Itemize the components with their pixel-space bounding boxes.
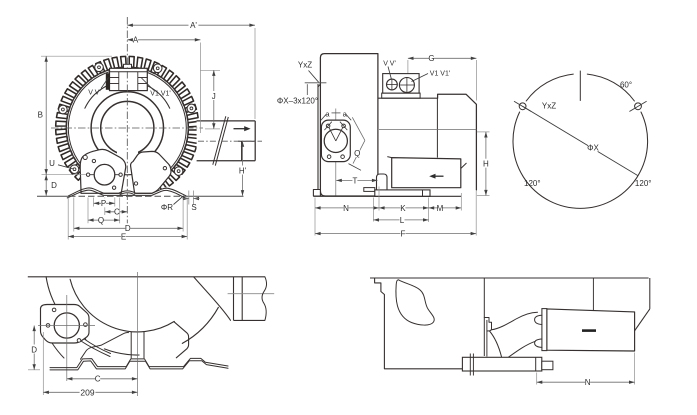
svg-text:120°: 120° (524, 179, 541, 188)
svg-text:V1 V1': V1 V1' (150, 91, 170, 98)
svg-text:V V': V V' (88, 90, 101, 97)
svg-text:L: L (400, 216, 405, 225)
svg-text:D: D (51, 181, 57, 190)
svg-text:A: A (133, 36, 139, 45)
svg-text:ΦX–3x120°: ΦX–3x120° (277, 97, 318, 106)
svg-text:Q: Q (354, 149, 360, 158)
svg-text:C: C (114, 208, 120, 217)
svg-text:K: K (400, 204, 406, 213)
svg-text:E: E (121, 232, 126, 241)
svg-text:J: J (212, 92, 216, 101)
svg-text:U: U (49, 159, 55, 168)
svg-text:a: a (325, 110, 330, 119)
svg-text:F: F (400, 230, 405, 239)
svg-text:D: D (125, 224, 131, 233)
svg-text:C: C (95, 375, 101, 384)
svg-text:a: a (343, 110, 348, 119)
svg-text:H': H' (239, 166, 247, 175)
svg-text:YxZ: YxZ (298, 61, 312, 70)
svg-text:D: D (31, 345, 37, 354)
svg-text:YxZ: YxZ (542, 102, 556, 111)
svg-text:N: N (585, 378, 591, 387)
svg-text:V1 V1': V1 V1' (430, 70, 450, 77)
svg-text:ΦR: ΦR (161, 203, 173, 212)
svg-text:120°: 120° (635, 179, 652, 188)
svg-text:M: M (437, 204, 444, 213)
svg-text:ΦX: ΦX (587, 144, 599, 153)
svg-text:H: H (483, 160, 489, 169)
svg-text:A': A' (190, 21, 197, 30)
svg-text:N: N (343, 204, 349, 213)
svg-text:V V': V V' (383, 60, 396, 67)
svg-text:T: T (352, 176, 357, 185)
svg-text:P: P (101, 199, 106, 208)
svg-text:60°: 60° (620, 80, 632, 89)
svg-text:B: B (38, 110, 43, 119)
svg-text:S: S (191, 203, 196, 212)
svg-text:209: 209 (80, 387, 94, 397)
svg-text:Q: Q (98, 216, 104, 225)
svg-text:G: G (428, 54, 434, 63)
